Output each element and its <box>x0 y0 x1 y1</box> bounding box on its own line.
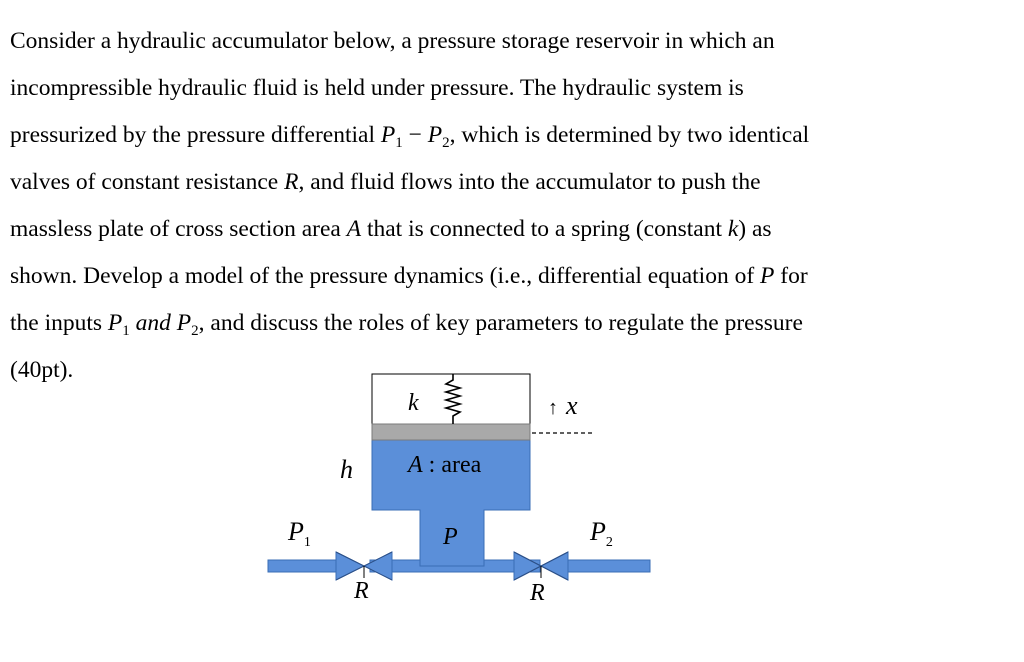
problem-line: Consider a hydraulic accumulator below, … <box>10 18 1010 65</box>
subscript: 2 <box>191 323 199 339</box>
problem-statement: Consider a hydraulic accumulator below, … <box>10 18 1010 394</box>
height-label: h <box>340 455 353 484</box>
right-valve-label: R <box>529 580 545 606</box>
subscript: 2 <box>442 135 450 151</box>
text-run: , and discuss the roles of key parameter… <box>198 310 803 336</box>
problem-line: the inputs P1 and P2, and discuss the ro… <box>10 300 1010 347</box>
displacement-arrow: ↑ <box>548 397 558 419</box>
math-symbol: A <box>346 216 362 242</box>
math-symbol: P <box>107 310 123 336</box>
math-symbol: P <box>176 310 192 336</box>
problem-line: (40pt). <box>10 347 1010 394</box>
displacement-label: x <box>565 391 578 420</box>
text-run: (40pt). <box>10 357 74 383</box>
spring-chamber <box>371 373 531 427</box>
problem-line: pressurized by the pressure differential… <box>10 112 1010 159</box>
spring-icon <box>443 374 463 424</box>
text-run: − <box>402 122 428 148</box>
inlet-pipe <box>267 559 341 573</box>
area-label: A : area <box>406 452 482 478</box>
math-symbol: P <box>427 122 443 148</box>
text-run: pressurized by the pressure differential <box>10 122 381 148</box>
text-run: for <box>774 263 808 289</box>
outlet-pipe <box>567 559 651 573</box>
problem-line: massless plate of cross section area A t… <box>10 206 1010 253</box>
text-run: the inputs <box>10 310 108 336</box>
math-symbol: k <box>727 216 739 242</box>
text-run: valves of constant resistance <box>10 169 285 195</box>
text-run: , and fluid flows into the accumulator t… <box>298 169 761 195</box>
fluid-reservoir <box>371 439 531 567</box>
left-valve-icon <box>335 551 393 581</box>
inlet-pressure-label: P1 <box>287 517 311 550</box>
text-run: Consider a hydraulic accumulator below, … <box>10 28 775 54</box>
text-run: shown. Develop a model of the pressure d… <box>10 263 761 289</box>
subscript: 1 <box>395 135 403 151</box>
text-run: massless plate of cross section area <box>10 216 347 242</box>
outlet-pressure-label: P2 <box>589 517 613 550</box>
math-symbol: and <box>129 310 177 336</box>
right-valve-icon <box>513 551 569 581</box>
problem-line: shown. Develop a model of the pressure d… <box>10 253 1010 300</box>
left-valve-label: R <box>353 578 369 604</box>
text-run: , which is determined by two identical <box>449 122 810 148</box>
pressure-label: P <box>442 524 458 550</box>
text-run: incompressible hydraulic fluid is held u… <box>10 75 744 101</box>
math-symbol: P <box>380 122 396 148</box>
subscript: 1 <box>122 323 130 339</box>
problem-line: incompressible hydraulic fluid is held u… <box>10 65 1010 112</box>
math-symbol: P <box>760 263 775 289</box>
math-symbol: R <box>284 169 299 195</box>
text-run: that is connected to a spring (constant <box>361 216 728 242</box>
problem-line: valves of constant resistance R, and flu… <box>10 159 1010 206</box>
spring-label: k <box>408 390 419 416</box>
massless-plate <box>371 423 531 441</box>
text-run: ) as <box>738 216 772 242</box>
